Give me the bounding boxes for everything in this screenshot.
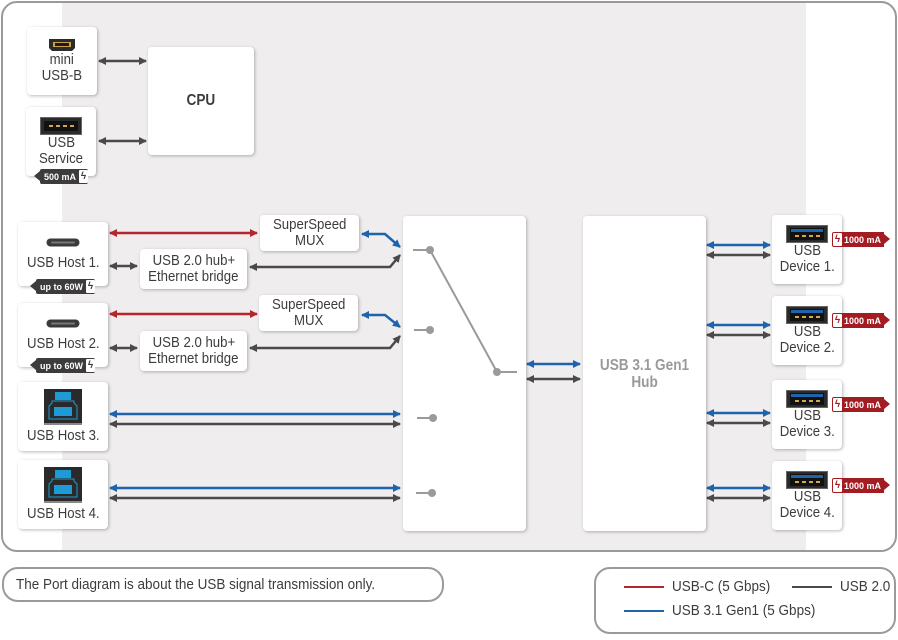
- lightning-icon: ϟ: [833, 398, 842, 411]
- port-usb-host-4[interactable]: USB Host 4.: [18, 460, 108, 529]
- usb-b-3-icon: [44, 467, 82, 503]
- mini-usb-b-label-1: mini: [49, 51, 75, 68]
- port-usb-host-2[interactable]: USB Host 2.: [18, 303, 108, 367]
- mux-2-label-2: MUX: [293, 312, 324, 329]
- device-4-label-1: USB: [793, 487, 821, 505]
- usb-b-3-icon: [44, 389, 82, 425]
- usb-c-icon: [46, 319, 80, 327]
- bridge-1-label-2: Ethernet bridge: [148, 268, 239, 285]
- power-badge-device-2: ϟ 1000 mA: [832, 313, 891, 328]
- legend-label-usb-c: USB-C (5 Gbps): [672, 578, 771, 595]
- usb-c-icon: [46, 238, 80, 246]
- legend-label-usb-3-1: USB 3.1 Gen1 (5 Gbps): [672, 602, 816, 619]
- legend-label-usb-2-0: USB 2.0: [840, 578, 891, 595]
- mux-2-label-1: SuperSpeed: [271, 296, 346, 313]
- hub-label-2: Hub: [631, 373, 658, 391]
- port-mini-usb-b[interactable]: mini USB-B: [27, 27, 97, 95]
- lightning-icon: ϟ: [833, 479, 842, 492]
- lightning-icon: ϟ: [86, 280, 95, 293]
- power-badge-service-text: 500 mA: [44, 171, 77, 182]
- power-badge-host-1: up to 60W ϟ: [30, 279, 95, 294]
- usb-a-3-icon: [786, 224, 828, 243]
- lightning-icon: ϟ: [833, 314, 842, 327]
- lightning-icon: ϟ: [833, 233, 842, 246]
- device-2-label-2: Device 2.: [779, 338, 835, 356]
- device-1-label-2: Device 1.: [779, 257, 835, 275]
- usb-a-3-icon: [786, 470, 828, 489]
- legend-item-usb-3-1: USB 3.1 Gen1 (5 Gbps): [624, 602, 831, 619]
- mux-1-label-2: MUX: [294, 232, 325, 249]
- power-badge-device-4: ϟ 1000 mA: [832, 478, 891, 493]
- legend-item-usb-2-0: USB 2.0: [792, 578, 896, 595]
- mini-usb-b-icon: [49, 39, 75, 51]
- usb-service-label-2: Service: [38, 149, 84, 167]
- legend: USB-C (5 Gbps) USB 2.0 USB 3.1 Gen1 (5 G…: [594, 567, 896, 634]
- power-badge-service: 500 mA ϟ: [33, 169, 89, 184]
- usb-a-3-icon: [786, 305, 828, 324]
- power-badge-device-3-text: 1000 mA: [844, 399, 882, 410]
- legend-line-usb-3-1: [624, 609, 664, 612]
- power-badge-device-4-text: 1000 mA: [844, 480, 882, 491]
- usb-a-icon: [40, 116, 82, 135]
- legend-line-usb-c: [624, 585, 664, 588]
- power-badge-host-2-text: up to 60W: [40, 360, 83, 371]
- port-usb-device-4[interactable]: USB Device 4.: [772, 461, 842, 530]
- usb-hub-ethernet-bridge-2: USB 2.0 hub+ Ethernet bridge: [140, 331, 247, 371]
- usb-service-label-1: USB: [47, 133, 75, 151]
- mini-usb-b-label-2: USB-B: [41, 67, 83, 84]
- usb-hub-ethernet-bridge-1: USB 2.0 hub+ Ethernet bridge: [140, 249, 247, 289]
- bridge-2-label-1: USB 2.0 hub+: [152, 334, 235, 351]
- usb-switch-block: [403, 216, 526, 531]
- diagram-note: The Port diagram is about the USB signal…: [2, 567, 444, 602]
- switch-icon: [413, 246, 517, 497]
- hub-label-1: USB 3.1 Gen1: [599, 356, 690, 374]
- device-4-label-2: Device 4.: [779, 503, 835, 521]
- port-usb-host-3[interactable]: USB Host 3.: [18, 382, 108, 451]
- device-3-label-2: Device 3.: [779, 422, 835, 440]
- power-badge-host-2: up to 60W ϟ: [30, 358, 95, 373]
- port-usb-device-3[interactable]: USB Device 3.: [772, 380, 842, 449]
- mux-1-label-1: SuperSpeed: [272, 216, 347, 233]
- legend-line-usb-2-0: [792, 585, 832, 588]
- device-1-label-1: USB: [793, 241, 821, 259]
- lightning-icon: ϟ: [86, 359, 95, 372]
- bridge-1-label-1: USB 2.0 hub+: [152, 252, 235, 269]
- power-badge-host-1-text: up to 60W: [40, 281, 83, 292]
- power-badge-device-1-text: 1000 mA: [844, 234, 882, 245]
- device-2-label-1: USB: [793, 322, 821, 340]
- power-badge-device-1: ϟ 1000 mA: [832, 232, 891, 247]
- power-badge-device-2-text: 1000 mA: [844, 315, 882, 326]
- superspeed-mux-2: SuperSpeed MUX: [259, 295, 358, 331]
- device-3-label-1: USB: [793, 406, 821, 424]
- port-usb-service[interactable]: USB Service: [26, 107, 96, 176]
- lightning-icon: ϟ: [79, 170, 89, 183]
- superspeed-mux-1: SuperSpeed MUX: [260, 215, 359, 251]
- cpu-label: CPU: [186, 92, 216, 109]
- power-badge-device-3: ϟ 1000 mA: [832, 397, 891, 412]
- diagram-note-text: The Port diagram is about the USB signal…: [16, 576, 376, 593]
- host-2-label: USB Host 2.: [26, 334, 100, 352]
- usb-a-3-icon: [786, 389, 828, 408]
- legend-item-usb-c: USB-C (5 Gbps): [624, 578, 781, 595]
- bridge-2-label-2: Ethernet bridge: [148, 350, 239, 367]
- usb-3-1-gen1-hub: USB 3.1 Gen1 Hub: [583, 216, 706, 531]
- host-4-label: USB Host 4.: [26, 505, 100, 522]
- port-usb-host-1[interactable]: USB Host 1.: [18, 222, 108, 286]
- cpu-block: CPU: [148, 47, 254, 155]
- host-3-label: USB Host 3.: [26, 427, 100, 444]
- port-usb-device-2[interactable]: USB Device 2.: [772, 296, 842, 365]
- host-1-label: USB Host 1.: [26, 253, 100, 271]
- port-usb-device-1[interactable]: USB Device 1.: [772, 215, 842, 284]
